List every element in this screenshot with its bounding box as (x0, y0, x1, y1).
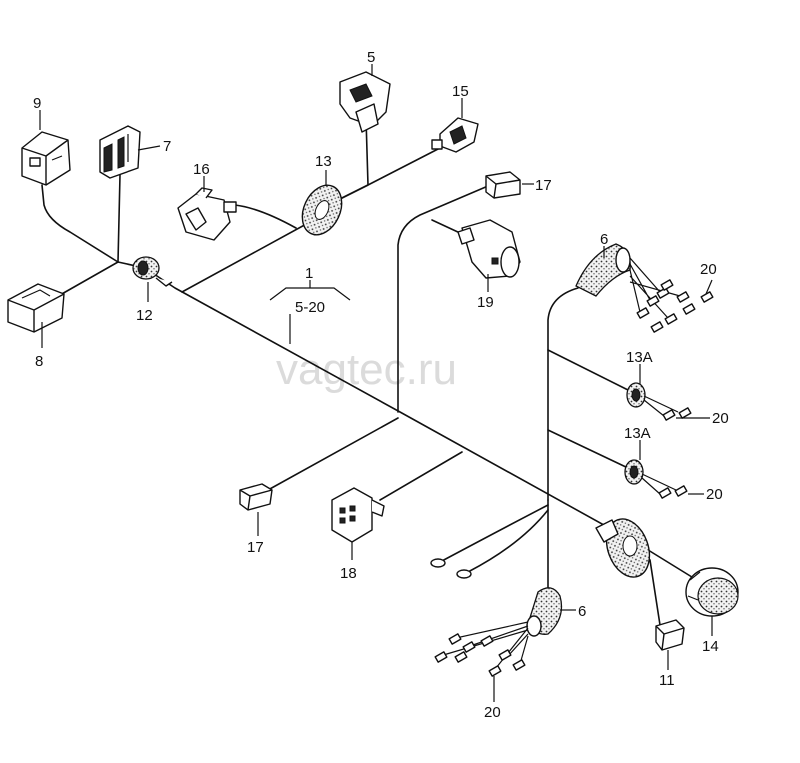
part-17-connector-top (485, 171, 534, 199)
wire-to-item-13a-top (547, 349, 629, 391)
part-7-connector (99, 125, 161, 179)
ground-eyelets (430, 558, 472, 579)
wire-to-ground-eyelet-2 (467, 509, 549, 573)
part-12-grommet (132, 256, 173, 287)
label-16: 16 (193, 161, 210, 178)
part-9-relay-bracket (21, 131, 71, 186)
wire-to-item-19 (431, 219, 461, 234)
callout-labels: 9 7 8 12 16 13 5 15 17 19 1 5-20 6 20 13… (33, 49, 729, 721)
label-12: 12 (136, 307, 153, 324)
wire-to-item-13 (181, 221, 311, 293)
label-20-lower: 20 (706, 486, 723, 503)
part-11-connector (655, 619, 685, 651)
label-15: 15 (452, 83, 469, 100)
label-20-mid: 20 (712, 410, 729, 427)
label-1: 1 (305, 265, 313, 282)
label-8: 8 (35, 353, 43, 370)
part-15-connector (431, 117, 479, 153)
label-13a-top: 13A (626, 349, 653, 366)
label-20-bottom: 20 (484, 704, 501, 721)
label-17-top: 17 (535, 177, 552, 194)
label-14: 14 (702, 638, 719, 655)
part-13-grommet (301, 184, 343, 236)
part-17-connector-bottom (239, 483, 273, 511)
part-8-relay-box (7, 283, 65, 333)
part-5-connector (339, 71, 391, 133)
wire-to-item-16 (234, 204, 297, 229)
part-14-round-connector (685, 567, 739, 617)
label-5: 5 (367, 49, 375, 66)
label-20-top: 20 (700, 261, 717, 278)
part-13a-grommet-top (626, 382, 692, 421)
wire-to-item-13a-bottom (547, 429, 629, 469)
label-1-range: 5-20 (295, 299, 325, 316)
terminal-group-top (636, 279, 714, 333)
wire-to-item-9 (41, 184, 119, 263)
label-6-bottom: 6 (578, 603, 586, 620)
part-18-connector (331, 487, 385, 543)
label-11: 11 (659, 672, 675, 689)
wire-to-item-17-bottom (267, 417, 399, 491)
wire-to-ground-eyelet-1 (439, 504, 549, 563)
part-19-sensor (457, 219, 521, 279)
label-13: 13 (315, 153, 332, 170)
watermark-text: vagtec.ru (276, 345, 457, 394)
label-18: 18 (340, 565, 357, 582)
part-6-sleeve-top (575, 243, 714, 333)
part-bulkhead-grommet (595, 518, 651, 578)
wire-to-item-6-top (547, 287, 579, 501)
leader-lines (39, 64, 713, 702)
label-9: 9 (33, 95, 41, 112)
terminal-group-bottom (434, 633, 526, 677)
wire-to-item-7 (117, 174, 121, 263)
label-6-top: 6 (600, 231, 608, 248)
part-13a-grommet-bottom (624, 459, 688, 499)
label-19: 19 (477, 294, 494, 311)
wire-to-item-18 (379, 451, 463, 501)
part-16-connector (177, 187, 237, 241)
label-13a-bottom: 13A (624, 425, 651, 442)
label-17-bottom: 17 (247, 539, 264, 556)
wire-to-item-15 (337, 147, 441, 201)
part-6-sleeve-bottom (434, 587, 563, 677)
label-7: 7 (163, 138, 171, 155)
wire-to-item-17-top (397, 185, 489, 413)
